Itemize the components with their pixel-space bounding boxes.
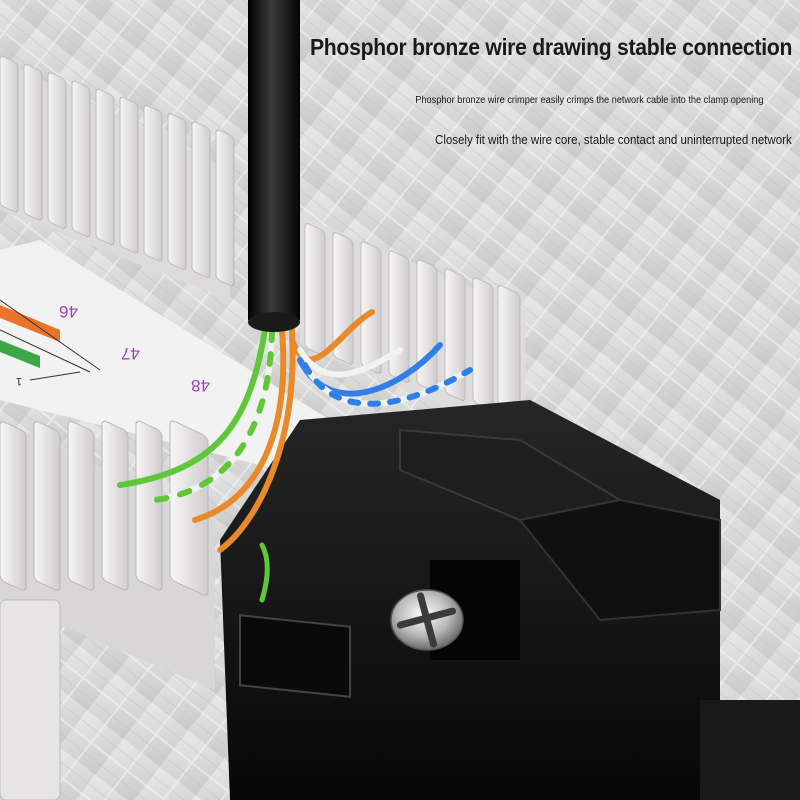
port-number-47: 47 <box>121 344 140 363</box>
network-wires <box>117 309 473 603</box>
label-mark: 1 <box>16 375 22 387</box>
terminal-block-lower <box>0 420 215 800</box>
port-number-46: 46 <box>59 302 78 321</box>
subtitle-crimp: Phosphor bronze wire crimper easily crim… <box>415 95 764 106</box>
network-cable <box>248 0 300 332</box>
label-lines <box>0 299 101 381</box>
port-number-48: 48 <box>191 376 210 395</box>
label-stripe-green <box>0 340 40 368</box>
keystone-module <box>220 400 800 800</box>
headline: Phosphor bronze wire drawing stable conn… <box>309 34 793 60</box>
cross-head-screw-icon <box>390 589 464 651</box>
terminal-block-upper <box>0 55 235 300</box>
label-panel <box>0 240 330 470</box>
terminal-block-right <box>300 215 525 440</box>
subtitle-contact: Closely fit with the wire core, stable c… <box>435 133 792 147</box>
label-stripe-orange <box>0 305 60 342</box>
